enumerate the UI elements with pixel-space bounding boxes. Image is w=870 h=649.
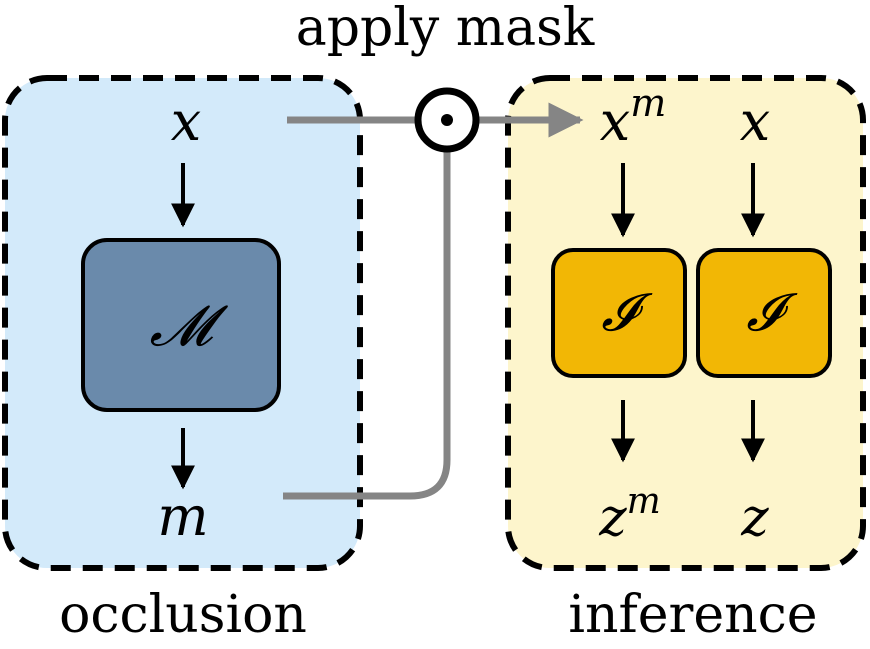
mask-connectors [283, 102, 584, 500]
operator-dot [441, 114, 453, 126]
inference-output-masked-sup: m [627, 481, 661, 522]
inference-input-masked-sup: m [630, 81, 666, 125]
inference-module-box-left [551, 248, 687, 378]
inference-panel: xm x 𝓘 𝓘 zm z [505, 75, 866, 571]
apply-mask-operator [414, 87, 480, 153]
occlusion-module-box [81, 238, 281, 412]
occlusion-label: occlusion [59, 585, 307, 645]
connector-m-to-operator [283, 150, 451, 500]
inference-module-box-right [696, 248, 832, 378]
occlusion-output-m: m [157, 485, 208, 548]
inference-output-masked-base: z [598, 488, 627, 548]
occlusion-input-x: x [171, 90, 201, 153]
inference-output-masked: zm [598, 481, 661, 548]
inference-input-masked: xm [600, 81, 667, 153]
inference-input-masked-base: x [600, 90, 630, 153]
inference-label: inference [568, 585, 817, 645]
inference-output-full: z [740, 488, 769, 548]
occlusion-panel: x 𝓜 m [2, 75, 363, 571]
diagram-title: apply mask [296, 0, 595, 58]
inference-input-full: x [740, 90, 770, 153]
